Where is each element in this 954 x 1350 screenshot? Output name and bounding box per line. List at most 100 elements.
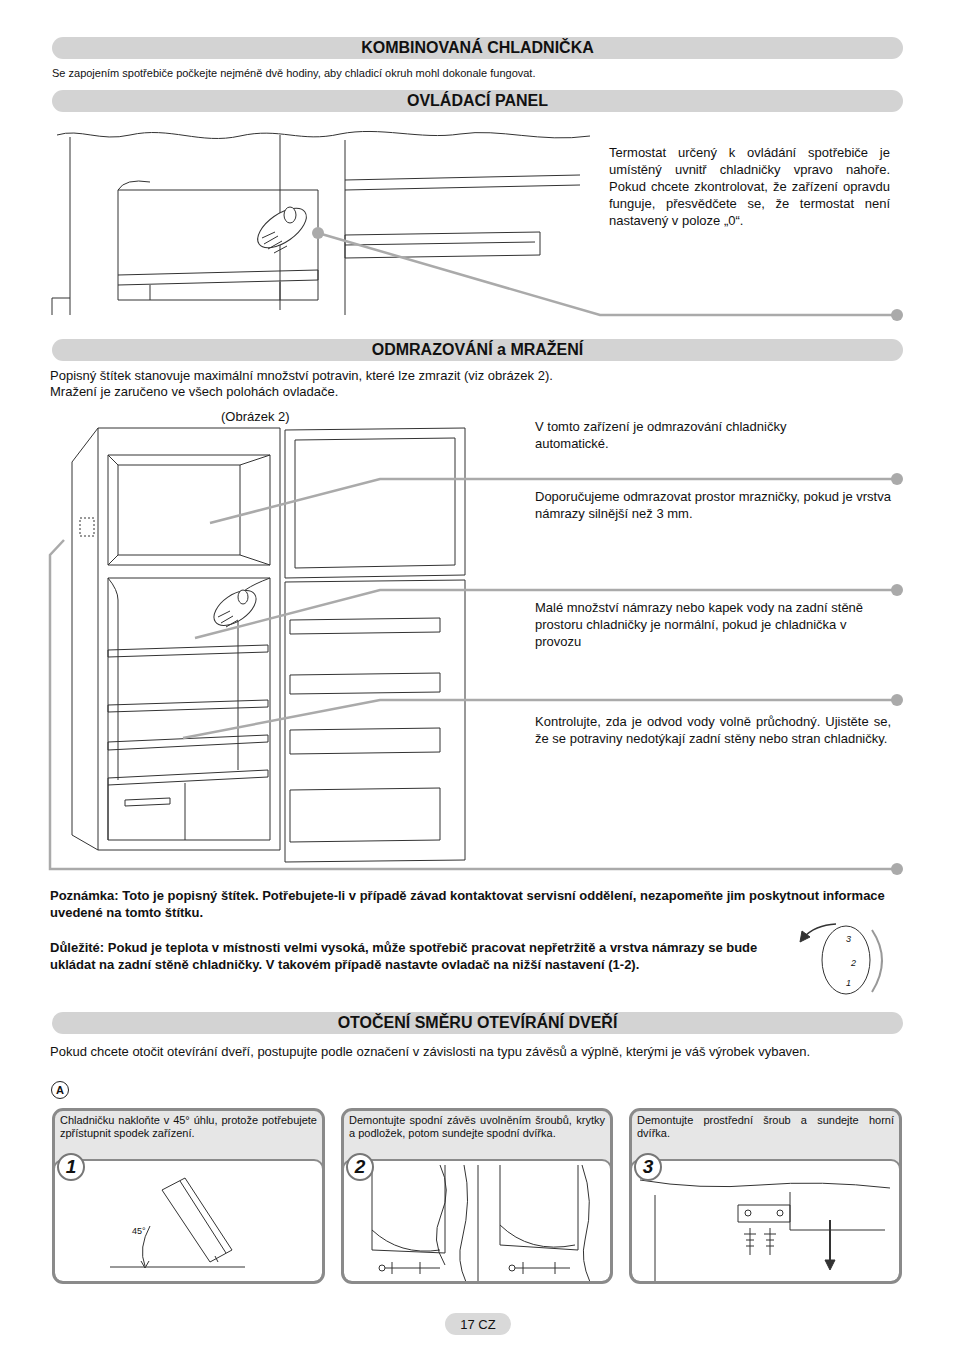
- text-label: Doporučujeme odmrazovat prostor mrazničk…: [535, 488, 895, 522]
- text-label: Se zapojením spotřebiče počkejte nejméně…: [52, 66, 912, 80]
- drawing-path: [738, 1205, 790, 1222]
- drawing-rect: [54, 1110, 323, 1282]
- drawing-path: [108, 455, 270, 565]
- drawing-path: [744, 1228, 756, 1255]
- step-instruction: Demontujte spodní závěs uvolněním šroubů…: [349, 1114, 605, 1140]
- drawing-ellipse: [238, 590, 248, 604]
- drawing-path: [318, 233, 897, 315]
- drawing-circle: [379, 1265, 385, 1271]
- text-label: V tomto zařízení je odmrazování chladnič…: [535, 418, 835, 452]
- text-label: Popisný štítek stanovuje maximální množs…: [50, 368, 910, 385]
- text-label: Pokud chcete otočit otevírání dveří, pos…: [50, 1044, 910, 1061]
- dial-symbol: [800, 924, 882, 994]
- drawing-path: [141, 1261, 149, 1268]
- drawing-path: [118, 270, 318, 300]
- node-text: 1: [66, 1156, 77, 1178]
- fridge-figure-2: [50, 428, 903, 875]
- drawing-rect: [631, 1160, 900, 1282]
- text-label: 2: [851, 958, 865, 970]
- drawing-rect: [343, 1160, 611, 1282]
- drawing-circle: [745, 1210, 751, 1216]
- drawing-circle: [891, 694, 903, 706]
- drawing-rect: [631, 1110, 900, 1282]
- step-number: 3: [634, 1153, 662, 1181]
- text-label: (Obrázek 2): [221, 409, 341, 426]
- drawing-path: [640, 1180, 890, 1188]
- section-band: ODMRAZOVÁNÍ a MRAŽENÍ: [52, 339, 903, 361]
- hinge-removal-illustration: [372, 1165, 590, 1282]
- text-label: Důležité: Pokud je teplota v místnosti v…: [50, 939, 785, 973]
- drawing-path: [478, 1165, 479, 1282]
- drawing-circle: [777, 1210, 783, 1216]
- fridge-top-view: [52, 131, 903, 321]
- node-text: OTOČENÍ SMĚRU OTEVÍRÁNÍ DVEŘÍ: [338, 1014, 618, 1032]
- step-panel: Chladničku nakloňte v 45° úhlu, protože …: [52, 1108, 325, 1284]
- drawing-path: [108, 645, 268, 785]
- drawing-ellipse: [822, 926, 870, 994]
- section-band: KOMBINOVANÁ CHLADNIČKA: [52, 37, 903, 59]
- drawing-path: [162, 1178, 232, 1262]
- drawing-path: [57, 131, 590, 138]
- node-text: 17 CZ: [460, 1317, 495, 1332]
- drawing-path: [825, 1260, 835, 1270]
- drawing-rect: [80, 518, 94, 536]
- top-door-illustration: [640, 1180, 890, 1282]
- text-label: 1: [846, 978, 860, 990]
- page-number: 17 CZ: [445, 1313, 511, 1335]
- drawing-path: [52, 137, 70, 315]
- text-label: Poznámka: Toto je popisný štítek. Potřeb…: [50, 887, 900, 921]
- text-label: Malé množství námrazy nebo kapek vody na…: [535, 599, 865, 650]
- text-label: Mražení je zaručeno ve všech polohách ov…: [50, 384, 910, 401]
- step-instruction: Demontujte prostřední šroub a sundejte h…: [637, 1114, 894, 1140]
- drawing-path: [118, 135, 318, 310]
- step-panel: Demontujte prostřední šroub a sundejte h…: [629, 1108, 902, 1284]
- section-band: OVLÁDACÍ PANEL: [52, 90, 903, 112]
- drawing-circle: [891, 473, 903, 485]
- drawing-rect: [54, 1160, 323, 1282]
- drawing-path: [582, 1165, 590, 1282]
- drawing-path: [218, 611, 238, 627]
- drawing-path: [262, 232, 287, 253]
- step-panel: Demontujte spodní závěs uvolněním šroubů…: [341, 1108, 613, 1284]
- drawing-path: [372, 1165, 445, 1253]
- drawing-path: [285, 580, 465, 862]
- node-text: 3: [643, 1156, 654, 1178]
- drawing-rect: [343, 1110, 611, 1282]
- drawing-path: [764, 1228, 776, 1255]
- drawing-ellipse: [251, 200, 313, 255]
- drawing-path: [800, 931, 810, 942]
- drawing-path: [872, 930, 882, 992]
- drawing-path: [500, 1165, 578, 1250]
- drawing-circle: [891, 863, 903, 875]
- drawing-path: [108, 783, 185, 840]
- step-number: 1: [57, 1153, 85, 1181]
- drawing-circle: [891, 309, 903, 321]
- step-number: 2: [346, 1153, 374, 1181]
- drawing-path: [50, 540, 897, 869]
- tilt-illustration: [110, 1178, 245, 1268]
- drawing-path: [655, 1192, 885, 1282]
- node-text: OVLÁDACÍ PANEL: [407, 92, 548, 110]
- text-label: Termostat určený k ovládání spotřebiče j…: [609, 144, 890, 229]
- drawing-path: [285, 428, 465, 578]
- node-text: A: [56, 1084, 64, 1096]
- node-text: ODMRAZOVÁNÍ a MRAŽENÍ: [372, 341, 584, 359]
- variant-letter: A: [51, 1081, 69, 1099]
- drawing-path: [515, 1262, 570, 1274]
- drawing-path: [436, 1165, 446, 1265]
- drawing-circle: [891, 584, 903, 596]
- drawing-ellipse: [284, 207, 296, 223]
- drawing-path: [108, 578, 270, 840]
- section-band: OTOČENÍ SMĚRU OTEVÍRÁNÍ DVEŘÍ: [52, 1012, 903, 1034]
- drawing-path: [460, 1165, 468, 1282]
- drawing-ellipse: [208, 584, 262, 633]
- drawing-path: [385, 1262, 440, 1274]
- node-text: 2: [355, 1156, 366, 1178]
- text-label: Kontrolujte, zda je odvod vody volně prů…: [535, 713, 891, 747]
- drawing-path: [210, 479, 897, 523]
- step-panels-background: [54, 1110, 900, 1282]
- drawing-circle: [509, 1265, 515, 1271]
- step-instruction: Chladničku nakloňte v 45° úhlu, protože …: [60, 1114, 317, 1140]
- text-label: 3: [846, 934, 860, 946]
- drawing-path: [110, 1267, 245, 1268]
